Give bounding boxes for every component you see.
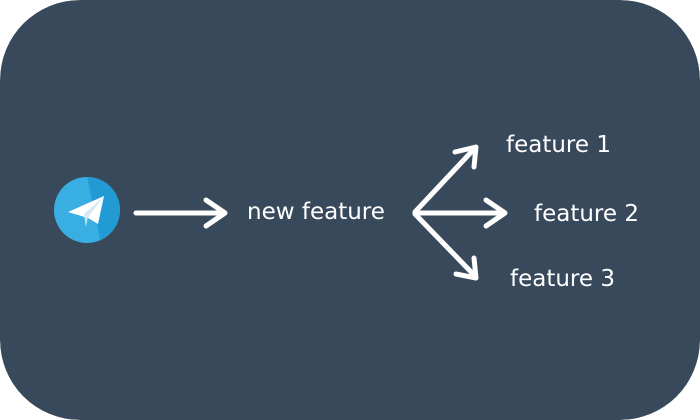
branch-label-feature-3: feature 3: [510, 266, 615, 292]
branch-label-feature-2: feature 2: [534, 201, 639, 227]
branch-label-feature-1: feature 1: [506, 132, 611, 158]
arrow-right-icon: [133, 197, 228, 229]
arrow-up-right-icon: [412, 144, 479, 215]
arrow-right-icon: [412, 197, 508, 229]
telegram-icon: [54, 177, 120, 243]
arrow-down-right-icon: [412, 211, 479, 281]
source-node-label: new feature: [247, 199, 385, 225]
